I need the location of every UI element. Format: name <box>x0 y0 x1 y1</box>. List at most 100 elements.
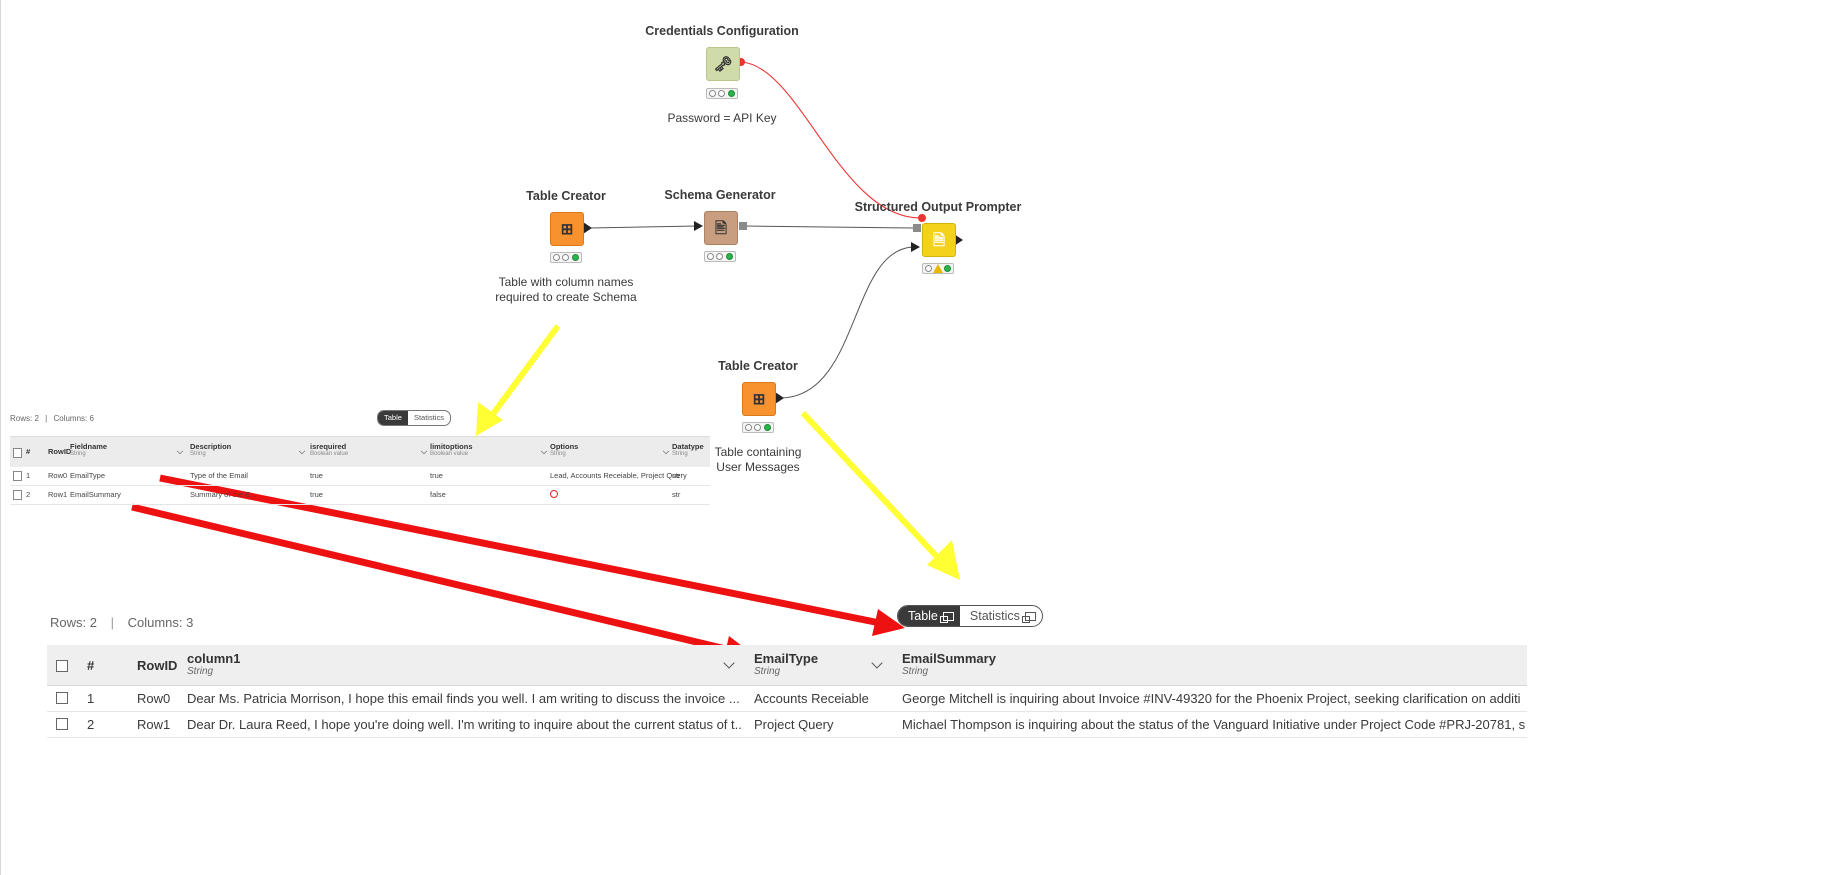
chevron-down-icon[interactable] <box>540 447 548 455</box>
chevron-down-icon[interactable] <box>176 447 184 455</box>
cell-datatype: str <box>672 490 681 499</box>
col-header-num: # <box>26 447 31 456</box>
header-label: EmailSummary <box>902 651 996 666</box>
cell-column1: Dear Dr. Laura Reed, I hope you're doing… <box>187 717 743 732</box>
chevron-down-icon[interactable] <box>723 657 735 669</box>
credentials-icon: 🗝︎ <box>713 55 733 73</box>
window-icon[interactable] <box>1021 611 1036 623</box>
table-row[interactable]: 2 Row1 EmailSummary Summary of the E... … <box>10 486 710 505</box>
row-checkbox[interactable] <box>13 471 22 481</box>
yellow-annotation-arrow-1 <box>476 324 561 436</box>
window-icon[interactable] <box>939 611 954 623</box>
cell-rowid: Row1 <box>137 717 171 732</box>
header-type: String <box>550 451 566 457</box>
tab-table[interactable]: Table <box>378 411 408 425</box>
header-type: String <box>70 451 86 457</box>
node-title-table-creator-1: Table Creator <box>526 189 606 203</box>
connection-schema-to-prompter <box>743 225 914 229</box>
header-label: limitoptions <box>430 442 473 451</box>
col-header-rowid: RowID <box>48 447 72 456</box>
tab-statistics[interactable]: Statistics <box>413 413 444 422</box>
cell-isrequired: true <box>310 490 323 499</box>
table-meta: Rows: 2 | Columns: 3 <box>50 615 193 630</box>
node-status-table-creator-2 <box>742 422 774 433</box>
row-checkbox[interactable] <box>56 692 68 704</box>
cell-options-missing <box>550 490 558 500</box>
red-annotation-arrow-2 <box>131 503 755 662</box>
chevron-down-icon[interactable] <box>298 447 306 455</box>
header-label: isrequired <box>310 442 347 451</box>
node-schema-generator[interactable]: 🖹︎ <box>704 211 738 245</box>
cell-fieldname: EmailSummary <box>70 490 121 499</box>
cell-description: Type of the Email <box>190 471 248 480</box>
cell-emailsummary: Michael Thompson is inquiring about the … <box>902 717 1526 732</box>
node-title-credentials: Credentials Configuration <box>645 24 799 38</box>
header-label: column1 <box>187 651 241 666</box>
table-create-icon: ⊞ <box>752 390 766 408</box>
columns-count: Columns: 3 <box>127 615 194 630</box>
table-row[interactable]: 1 Row0 Dear Ms. Patricia Morrison, I hop… <box>47 686 1527 712</box>
cell-rowid: Row0 <box>48 471 68 480</box>
select-all-checkbox[interactable] <box>56 660 68 672</box>
chevron-down-icon[interactable] <box>420 447 428 455</box>
node-status-credentials <box>706 88 738 99</box>
node-structured-output-prompter[interactable]: 🗎︎ <box>922 223 956 257</box>
node-title-table-creator-2: Table Creator <box>718 359 798 373</box>
view-toggle[interactable]: Table Statistics <box>897 605 1043 627</box>
cell-rowid: Row1 <box>48 490 68 499</box>
cell-isrequired: true <box>310 471 323 480</box>
col-header-num: # <box>87 658 95 673</box>
header-label: Datatype <box>672 442 704 451</box>
header-type: Boolean value <box>430 451 469 457</box>
cell-column1: Dear Ms. Patricia Morrison, I hope this … <box>187 691 740 706</box>
header-type: String <box>902 666 929 677</box>
chevron-down-icon[interactable] <box>662 447 670 455</box>
row-checkbox[interactable] <box>13 490 22 500</box>
table-row[interactable]: 2 Row1 Dear Dr. Laura Reed, I hope you'r… <box>47 712 1527 738</box>
table-row[interactable]: 1 Row0 EmailType Type of the Email true … <box>10 467 710 486</box>
connection-table-to-schema <box>589 225 699 229</box>
header-label: Description <box>190 442 232 451</box>
header-label: Options <box>550 442 579 451</box>
row-checkbox[interactable] <box>56 718 68 730</box>
cell-datatype: str <box>672 471 681 480</box>
cell-limitoptions: true <box>430 471 443 480</box>
view-toggle[interactable]: Table Statistics <box>377 410 451 426</box>
cell-options: Lead, Accounts Receiable, Project Query <box>550 471 687 480</box>
label-line: required to create Schema <box>495 290 637 304</box>
header-type: String <box>672 451 688 457</box>
node-table-creator-2[interactable]: ⊞ <box>742 382 776 416</box>
header-label: EmailType <box>754 651 819 666</box>
cell-num: 2 <box>26 490 31 499</box>
node-credentials-configuration[interactable]: 🗝︎ <box>706 47 740 81</box>
tab-statistics[interactable]: Statistics <box>960 606 1042 626</box>
node-title-schema-generator: Schema Generator <box>664 188 776 202</box>
node-table-creator-1[interactable]: ⊞ <box>550 212 584 246</box>
node-title-structured-output-prompter: Structured Output Prompter <box>854 200 1022 214</box>
node-label-table-creator-2: Table containing User Messages <box>715 445 802 475</box>
rows-count: Rows: 2 <box>50 615 97 630</box>
node-label-credentials: Password = API Key <box>667 111 777 125</box>
select-all-checkbox[interactable] <box>13 448 22 458</box>
chevron-down-icon[interactable] <box>871 657 883 669</box>
cell-description: Summary of the E... <box>190 490 257 499</box>
warning-icon <box>932 264 943 273</box>
cell-emailtype: Accounts Receiable <box>754 691 869 706</box>
table-meta: Rows: 2 | Columns: 6 <box>10 414 94 423</box>
tab-table[interactable]: Table <box>898 606 960 626</box>
header-label: Fieldname <box>70 442 108 451</box>
header-type: String <box>187 666 214 677</box>
separator: | <box>110 615 114 630</box>
header-type: Boolean value <box>310 451 349 457</box>
